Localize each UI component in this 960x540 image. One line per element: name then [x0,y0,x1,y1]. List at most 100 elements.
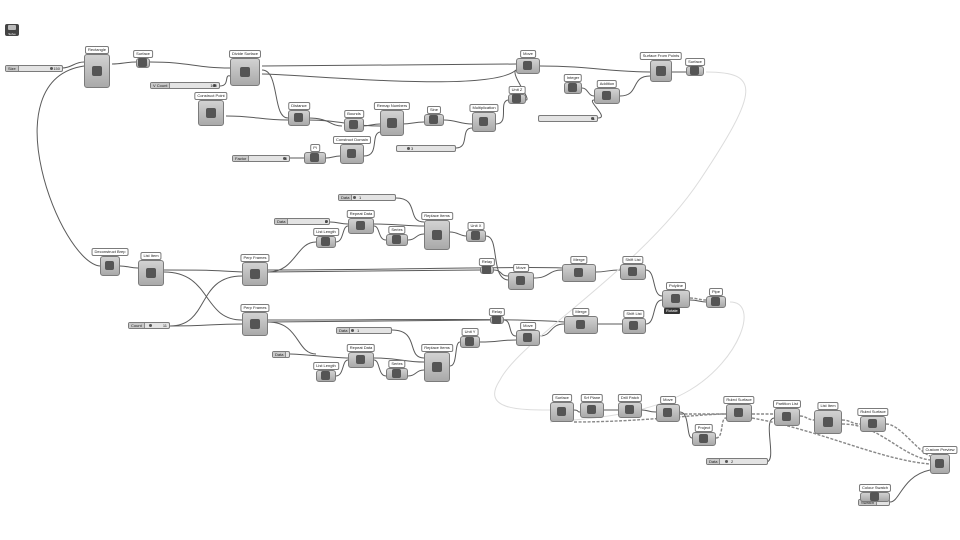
wire [503,319,517,337]
component-move-top[interactable] [516,58,540,74]
repeat-data-2-icon [356,355,365,364]
slider-data-b[interactable]: Data 2 [706,458,768,465]
wire [391,329,425,359]
slider-data-1[interactable]: Data 1 [338,194,396,201]
custom-preview-icon [935,459,944,468]
slider-count-top[interactable]: 3 [396,145,456,152]
component-pipe[interactable] [706,296,726,308]
component-label: Move [520,50,536,58]
component-list-length-2[interactable] [316,370,336,382]
divide-surface-icon [240,67,250,77]
component-label: Relay [478,258,496,266]
component-merge-2[interactable] [564,316,598,334]
component-ruled-surface-1[interactable] [726,404,752,422]
component-partition-list[interactable] [774,408,800,426]
wire [261,69,289,119]
component-surface-from-points[interactable] [650,60,672,82]
component-rectangle[interactable] [84,54,110,88]
toolbar-panel-icon[interactable]: Solve [5,24,19,36]
component-project[interactable] [692,432,716,446]
slider-count-mid[interactable]: Count 11 [128,322,170,329]
wire [373,359,387,377]
component-label: Custom Preview [922,446,958,454]
slider-knob[interactable] [725,460,728,463]
wire [619,75,651,97]
component-srf-plane[interactable] [580,402,604,418]
component-repeat-data-1[interactable] [348,218,374,234]
component-list-item[interactable] [138,260,164,286]
component-ruled-surface-2[interactable] [860,416,886,432]
slider-data-1b[interactable]: Data 1 [274,218,330,225]
component-move-mid-2[interactable] [516,330,540,346]
slider-v-count[interactable]: V Count 100 [150,82,220,89]
component-sine[interactable] [424,114,444,126]
slider-knob[interactable] [213,84,216,87]
component-unit-y[interactable] [460,336,480,348]
component-colour-swatch[interactable] [860,492,890,502]
component-construct-point[interactable] [198,100,224,126]
component-pi[interactable] [304,152,326,164]
component-unit-z-top[interactable] [508,94,526,104]
slider-factor[interactable]: Factor 8 [232,155,290,162]
wire [591,99,602,119]
component-list-item-b[interactable] [814,410,842,434]
shift-list-2-icon [629,321,638,330]
component-relay-1[interactable] [480,265,494,274]
component-move-b[interactable] [656,404,680,422]
slider-knob[interactable] [353,196,356,199]
component-divide-surface[interactable] [230,58,260,86]
move-mid-1-icon [516,276,525,285]
slider-knob[interactable] [351,329,354,332]
component-surface-out[interactable] [686,66,704,76]
component-label: Shift List [622,256,644,264]
wire-list [799,415,815,421]
component-shift-list-1[interactable] [620,264,646,280]
component-perp-frames-1[interactable] [242,262,268,286]
component-multiplication[interactable] [472,112,496,132]
component-addition[interactable] [594,88,620,104]
component-perp-frames-2[interactable] [242,312,268,336]
slider-data-2b[interactable]: Data [272,351,290,358]
slider-data-2[interactable]: Data 1 [336,327,392,334]
slider-size[interactable]: Size 150 [5,65,63,72]
component-label: Replace Items [421,212,453,220]
component-label: Merge [570,256,588,264]
slider-knob[interactable] [591,117,594,120]
wire [395,197,425,223]
component-replace-items-1[interactable] [424,220,450,250]
component-remap-numbers[interactable] [380,110,404,136]
component-replace-items-2[interactable] [424,352,450,382]
component-series-2[interactable] [386,368,408,380]
slider-integer[interactable]: 1 [538,115,598,122]
component-surface[interactable] [136,58,150,68]
wire [267,241,317,273]
slider-knob[interactable] [407,147,410,150]
wire [261,69,517,83]
component-shift-list-2[interactable] [622,318,646,334]
shift-list-1-icon [628,267,637,276]
component-series-1[interactable] [386,234,408,246]
component-distance[interactable] [288,110,310,126]
component-construct-domain[interactable] [340,144,364,164]
surface-from-points-icon [656,66,666,76]
component-merge-1[interactable] [562,264,596,282]
component-bounds[interactable] [344,118,364,132]
component-polyline[interactable] [662,290,690,308]
component-repeat-data-2[interactable] [348,352,374,368]
component-integer[interactable] [564,82,582,94]
component-unit-x[interactable] [466,230,486,242]
slider-knob[interactable] [283,157,286,160]
component-deconstruct-brep[interactable] [100,256,120,276]
component-relay-2[interactable] [490,315,504,324]
component-custom-preview[interactable] [930,454,950,474]
component-move-mid-1[interactable] [508,272,534,290]
slider-knob[interactable] [50,67,53,70]
ruled-surface-2-icon [868,419,877,428]
slider-knob[interactable] [149,324,152,327]
rotate-button[interactable]: Rotate [664,308,680,314]
component-surface-b1[interactable] [550,402,574,422]
component-list-length-1[interactable] [316,236,336,248]
component-drill-patch[interactable] [618,402,642,418]
slider-knob[interactable] [325,220,328,223]
